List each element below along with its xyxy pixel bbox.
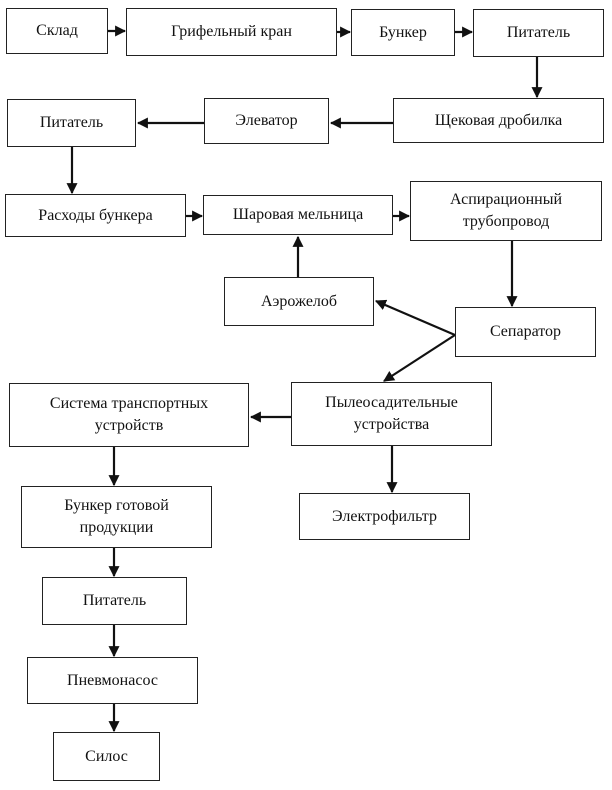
edge-separ-pyleos [383, 334, 456, 382]
node-label: Шаровая мельница [232, 206, 364, 223]
node-separator: Сепаратор [455, 307, 596, 357]
node-label: Бункер готовой продукции [64, 497, 169, 536]
node-pyleosaditelnye-ustroystva: Пылеосадительные устройства [291, 382, 492, 446]
node-label: Силос [85, 747, 128, 765]
node-label: Питатель [39, 114, 104, 131]
node-label: Грифельный кран [171, 23, 292, 40]
node-label: Щековая дробилка [434, 111, 563, 129]
node-label: Пылеосадительные устройства [325, 394, 458, 433]
node-pitatel-2: Питатель [7, 99, 136, 147]
node-label: Бункер [379, 23, 427, 41]
node-sharovaya-melnitsa: Шаровая мельница [203, 195, 393, 235]
node-elevator: Элеватор [204, 98, 329, 144]
node-label: Сепаратор [489, 323, 562, 340]
node-label: Аэрожелоб [260, 292, 338, 310]
node-pitatel-3: Питатель [42, 577, 187, 625]
node-label: Система транспортных устройств [49, 395, 209, 434]
node-aerozhelob: Аэрожелоб [224, 277, 374, 326]
node-label: Элеватор [235, 112, 298, 129]
node-label: Расходы бункера [38, 206, 153, 224]
node-sistema-transportnykh-ustroystv: Система транспортных устройств [9, 383, 249, 447]
node-label: Склад [36, 22, 78, 39]
node-label: Питатель [82, 592, 147, 609]
node-sklad: Склад [6, 8, 108, 54]
node-pnevmonasos: Пневмонасос [27, 657, 198, 704]
node-grifel-kran: Грифельный кран [126, 8, 337, 56]
node-aspiratsionny-truboprovod: Аспирационный трубопровод [410, 181, 602, 241]
node-bunker: Бункер [351, 9, 455, 56]
edge-separ-aerozh [374, 299, 456, 337]
node-pitatel-1: Питатель [473, 9, 604, 57]
node-elektrofiltr: Электрофильтр [299, 493, 470, 540]
node-label: Пневмонасос [67, 671, 158, 689]
node-label: Электрофильтр [332, 507, 437, 525]
node-label: Аспирационный трубопровод [449, 191, 563, 230]
node-bunker-gotovoy-produktsii: Бункер готовой продукции [21, 486, 212, 548]
node-raskhody-bunkera: Расходы бункера [5, 194, 186, 237]
node-label: Питатель [506, 24, 571, 41]
node-silos: Силос [53, 732, 160, 781]
node-shchekovaya-drobilka: Щековая дробилка [393, 98, 604, 143]
